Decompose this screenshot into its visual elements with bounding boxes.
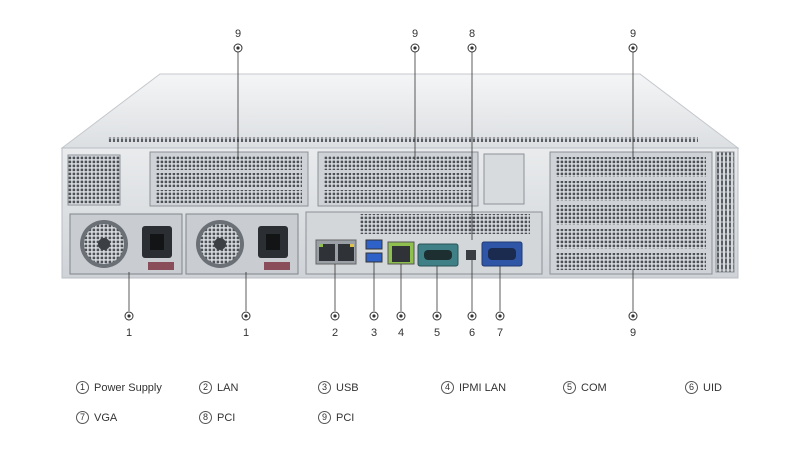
chassis-top	[60, 73, 740, 149]
pci-riser-middle	[317, 151, 479, 207]
legend-item: 1 Power Supply	[76, 381, 162, 394]
legend-item: 3 USB	[318, 381, 359, 394]
callout-bottom-9: 9	[628, 270, 638, 339]
legend-item: 9 PCI	[318, 411, 354, 424]
callout-bottom-2: 2	[330, 264, 340, 339]
legend-label: IPMI LAN	[459, 381, 507, 394]
callout-bottom-5: 5	[432, 266, 442, 339]
callout-bottom-4: 4	[396, 264, 406, 339]
callout-number: 9	[412, 28, 418, 40]
legend-item: 8 PCI	[199, 411, 235, 424]
legend-item: 7 VGA	[76, 411, 117, 424]
lan-ports	[315, 239, 357, 265]
right-edge-vent	[715, 151, 735, 273]
callout-bottom-3: 3	[369, 262, 379, 339]
callout-bottom-1-right: 1	[241, 272, 251, 339]
callout-number: 1	[126, 327, 132, 339]
legend-number: 1	[76, 381, 89, 394]
uid-module	[483, 153, 525, 205]
legend-number: 4	[441, 381, 454, 394]
callout-number: 5	[434, 327, 440, 339]
legend-number: 9	[318, 411, 331, 424]
callout-top-9-left: 9	[233, 28, 243, 160]
legend-number: 7	[76, 411, 89, 424]
callout-number: 9	[630, 28, 636, 40]
legend-label: VGA	[94, 411, 118, 424]
legend-number: 8	[199, 411, 212, 424]
callout-number: 4	[398, 327, 404, 339]
legend-label: PCI	[336, 411, 355, 424]
legend-number: 6	[685, 381, 698, 394]
legend-label: UID	[703, 381, 722, 394]
callout-number: 2	[332, 327, 338, 339]
callout-number: 6	[469, 327, 475, 339]
power-supply-1	[69, 213, 183, 275]
io-vent	[360, 214, 530, 234]
legend-label: COM	[581, 381, 607, 394]
callout-number: 1	[243, 327, 249, 339]
callout-top-9-middle: 9	[410, 28, 420, 160]
callout-top-9-right: 9	[628, 28, 638, 160]
legend-number: 3	[318, 381, 331, 394]
legend-label: Power Supply	[94, 381, 162, 394]
legend-label: USB	[336, 381, 359, 394]
callout-bottom-6: 6	[467, 260, 477, 339]
callout-bottom-7: 7	[495, 266, 505, 339]
callout-top-8: 8	[467, 28, 477, 240]
callout-number: 8	[469, 28, 475, 40]
legend-label: PCI	[217, 411, 236, 424]
legend-item: 5 COM	[563, 381, 607, 394]
left-vent	[67, 154, 121, 206]
callout-number: 7	[497, 327, 503, 339]
legend-item: 6 UID	[685, 381, 722, 394]
callout-number: 9	[630, 327, 636, 339]
legend-item: 2 LAN	[199, 381, 238, 394]
callout-number: 9	[235, 28, 241, 40]
com-port	[417, 243, 459, 267]
ipmi-lan-port	[387, 241, 415, 265]
legend-number: 5	[563, 381, 576, 394]
pci-riser-left	[149, 151, 309, 207]
callout-number: 3	[371, 327, 377, 339]
legend-label: LAN	[217, 381, 239, 394]
power-supply-2	[185, 213, 299, 275]
legend-number: 2	[199, 381, 212, 394]
legend-item: 4 IPMI LAN	[441, 381, 506, 394]
usb-ports	[365, 239, 383, 263]
callout-bottom-1-left: 1	[124, 272, 134, 339]
uid-button	[466, 250, 476, 260]
top-vent	[108, 137, 698, 142]
pci-riser-right	[549, 151, 713, 275]
vga-port	[481, 241, 523, 267]
